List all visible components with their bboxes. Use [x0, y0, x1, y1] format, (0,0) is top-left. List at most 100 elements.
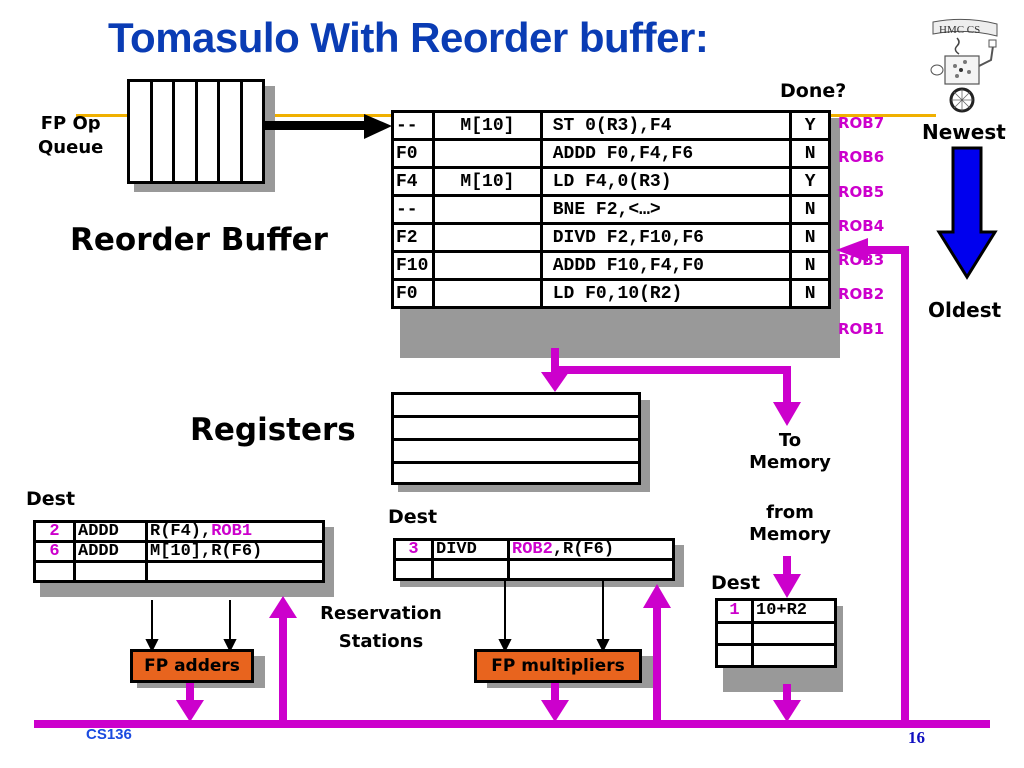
newest-label: Newest [922, 120, 1006, 144]
operand-separator: , [552, 540, 564, 559]
queue-slot [220, 82, 243, 181]
queue-slot [175, 82, 198, 181]
rob-value-cell: M[10] [432, 110, 543, 141]
reservation-stations-line2: Stations [338, 631, 424, 652]
logo-text: HMC CS [939, 24, 980, 36]
operand-1: R(F4) [150, 522, 202, 541]
queue-slot [130, 82, 153, 181]
from-memory-line2: Memory [749, 524, 831, 545]
rob-dest-cell: -- [390, 194, 436, 225]
register-file [391, 392, 641, 485]
rob-tag-label: ROB6 [838, 148, 885, 167]
mult-rs-op-cell [431, 558, 510, 581]
bus-to-mult-rs-arrowhead [643, 584, 671, 608]
rob-entry: --BNE F2,<…>N [390, 194, 831, 225]
rob-value-cell [432, 250, 543, 281]
rob-dest-cell: -- [390, 110, 436, 141]
fp-adders-unit: FP adders [130, 649, 254, 683]
to-memory-arrowhead [773, 402, 801, 426]
common-data-bus [34, 720, 990, 728]
fp-op-queue-label-line2: Queue [38, 137, 104, 158]
registers-label: Registers [190, 412, 356, 448]
adder-rs-operands-cell: M[10],R(F6) [145, 540, 325, 563]
load-address-cell [751, 621, 837, 646]
mult-rs-operands-cell: ROB2,R(F6) [507, 538, 675, 561]
rob-done-cell: N [789, 138, 831, 169]
rob-done-cell: Y [789, 166, 831, 197]
rob-tag-label: ROB7 [838, 114, 885, 132]
bus-to-adder-rs-line [279, 614, 287, 722]
reservation-stations-line1: Reservation [320, 603, 442, 624]
queue-slot [198, 82, 220, 181]
mult-rs-operands-cell [507, 558, 675, 581]
course-footer: CS136 [86, 726, 132, 743]
rob-dest-cell: F2 [390, 222, 436, 253]
adder-rs-operands-cell [145, 560, 325, 583]
adder-rs-op-cell: ADDD [73, 520, 148, 543]
rob-instruction-cell: DIVD F2,F10,F6 [539, 222, 793, 253]
to-memory-line2: Memory [749, 452, 831, 473]
bus-to-adder-rs-arrowhead [269, 596, 297, 618]
from-memory-arrowhead [773, 574, 801, 598]
rob-done-cell: N [789, 194, 831, 225]
rob-done-cell: N [789, 222, 831, 253]
operand-1: M[10] [150, 542, 202, 561]
rob-tag-label: ROB4 [838, 216, 885, 235]
page-number: 16 [908, 728, 925, 747]
operand-2: R(F6) [563, 540, 615, 559]
load-address-cell [751, 643, 837, 668]
fp-op-queue-label: FP Op Queue [38, 112, 103, 160]
to-registers-arrowhead [541, 372, 569, 392]
reservation-stations-label: Reservation Stations [306, 600, 456, 656]
rob-done-cell: N [789, 250, 831, 281]
mult-rs-dest-cell [393, 558, 434, 581]
to-memory-line1: To [778, 430, 802, 451]
fp-op-queue [127, 79, 265, 184]
rob-instruction-cell: LD F4,0(R3) [539, 166, 793, 197]
queue-to-rob-arrow [264, 114, 392, 139]
from-memory-line [783, 556, 791, 582]
mult-rs-entry [393, 558, 675, 581]
rob-dest-cell: F0 [390, 138, 436, 169]
rob-value-cell [432, 194, 543, 225]
operand-2: ROB1 [211, 522, 253, 541]
robot-logo-icon: HMC CS [930, 18, 998, 113]
to-memory-label: To Memory [740, 430, 840, 474]
operand-separator: , [201, 542, 212, 561]
load-buffer-entry [715, 643, 837, 668]
from-memory-line1: from [766, 502, 814, 523]
rob-value-cell: M[10] [432, 166, 543, 197]
rob-tag-label: ROB5 [838, 182, 885, 201]
to-memory-line [783, 366, 791, 408]
rob-dest-cell: F4 [390, 166, 436, 197]
queue-slot [153, 82, 175, 181]
operand-1: ROB2 [512, 540, 553, 559]
load-to-bus-arrowhead [773, 700, 801, 722]
rob-instruction-cell: LD F0,10(R2) [539, 278, 793, 309]
load-address-cell: 10+R2 [751, 598, 837, 624]
oldest-label: Oldest [928, 298, 1002, 322]
adder-rs-operands-cell: R(F4),ROB1 [145, 520, 325, 543]
adder-rs-dest-cell: 6 [33, 540, 76, 563]
rob-tag-label: ROB2 [838, 285, 885, 304]
rob-instruction-cell: ADDD F0,F4,F6 [539, 138, 793, 169]
newest-to-oldest-arrow-icon [936, 146, 998, 280]
rob-to-memory-line [551, 366, 791, 374]
load-dest-cell [715, 621, 754, 646]
rob-value-cell [432, 278, 543, 309]
rob-tag-label: ROB3 [838, 251, 885, 270]
